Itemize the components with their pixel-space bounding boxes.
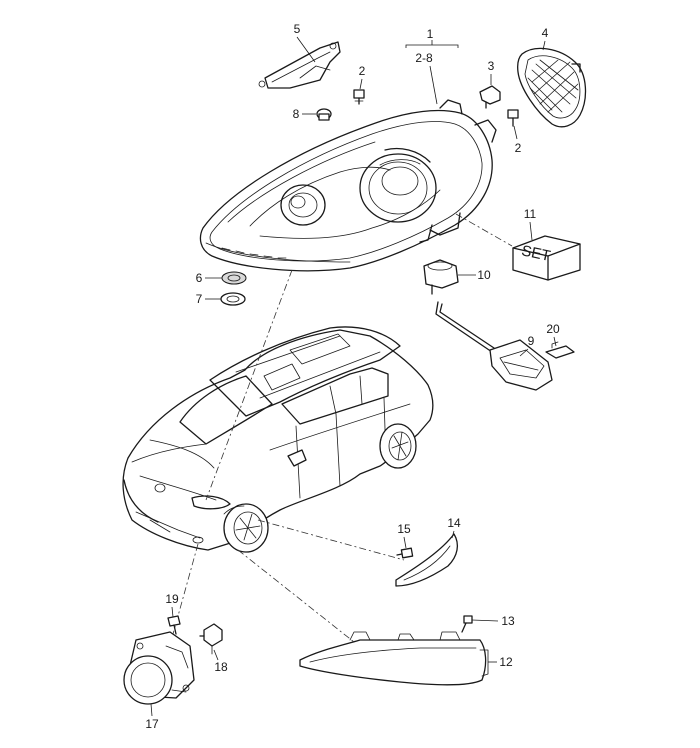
headlight-assembly-icon <box>199 99 497 272</box>
bulb-part-15-icon: 15 <box>396 522 414 559</box>
suv-vehicle-icon <box>122 326 434 553</box>
label-set-box: SET <box>520 242 552 265</box>
label-part-15: 15 <box>397 522 411 536</box>
side-marker-light-part-14-icon: 14 <box>395 516 461 587</box>
screw-part-19-icon: 19 <box>165 592 181 635</box>
sensor-part-9-icon: 9 <box>435 301 553 391</box>
repair-set-box-part-11-icon: SET 11 <box>512 207 581 281</box>
label-part-13: 13 <box>501 614 515 628</box>
grommet-part-8-icon: 8 <box>293 107 332 121</box>
seal-part-7-icon: 7 <box>196 292 246 306</box>
label-part-18: 18 <box>214 660 228 674</box>
label-part-2-left: 2 <box>359 64 366 78</box>
label-part-7: 7 <box>196 292 203 306</box>
label-part-14: 14 <box>447 516 461 530</box>
label-part-17: 17 <box>145 717 159 731</box>
reference-lines <box>167 213 513 653</box>
screw-part-2-right-icon: 2 <box>507 109 522 155</box>
part-1-callout: 1 2-8 <box>405 27 459 105</box>
label-part-12: 12 <box>499 655 513 669</box>
cover-part-4-icon: 4 <box>516 26 587 128</box>
label-part-9: 9 <box>528 334 535 348</box>
screw-part-13-icon: 13 <box>461 614 515 633</box>
bulb-part-3-icon: 3 <box>479 59 501 109</box>
label-part-6: 6 <box>196 271 203 285</box>
bulb-part-18-icon: 18 <box>199 623 228 674</box>
label-part-20: 20 <box>546 322 560 336</box>
label-part-8: 8 <box>293 107 300 121</box>
leveling-motor-part-10-icon: 10 <box>423 259 491 295</box>
label-part-10: 10 <box>477 268 491 282</box>
label-part-2-right: 2 <box>515 141 522 155</box>
label-part-1: 1 <box>427 27 434 41</box>
seal-part-6-icon: 6 <box>196 271 247 285</box>
clip-part-20-icon: 20 <box>545 322 575 359</box>
label-part-1-range: 2-8 <box>415 51 433 65</box>
screw-part-2-left-icon: 2 <box>353 64 366 105</box>
label-part-5: 5 <box>294 22 301 36</box>
label-part-3: 3 <box>488 59 495 73</box>
bumper-light-strip-part-12-icon: 12 <box>299 631 513 686</box>
label-part-19: 19 <box>165 592 179 606</box>
label-part-4: 4 <box>542 26 549 40</box>
label-part-11: 11 <box>524 207 537 221</box>
fog-light-part-17-icon: 17 <box>123 631 195 731</box>
bracket-part-5-icon: 5 <box>258 22 341 89</box>
